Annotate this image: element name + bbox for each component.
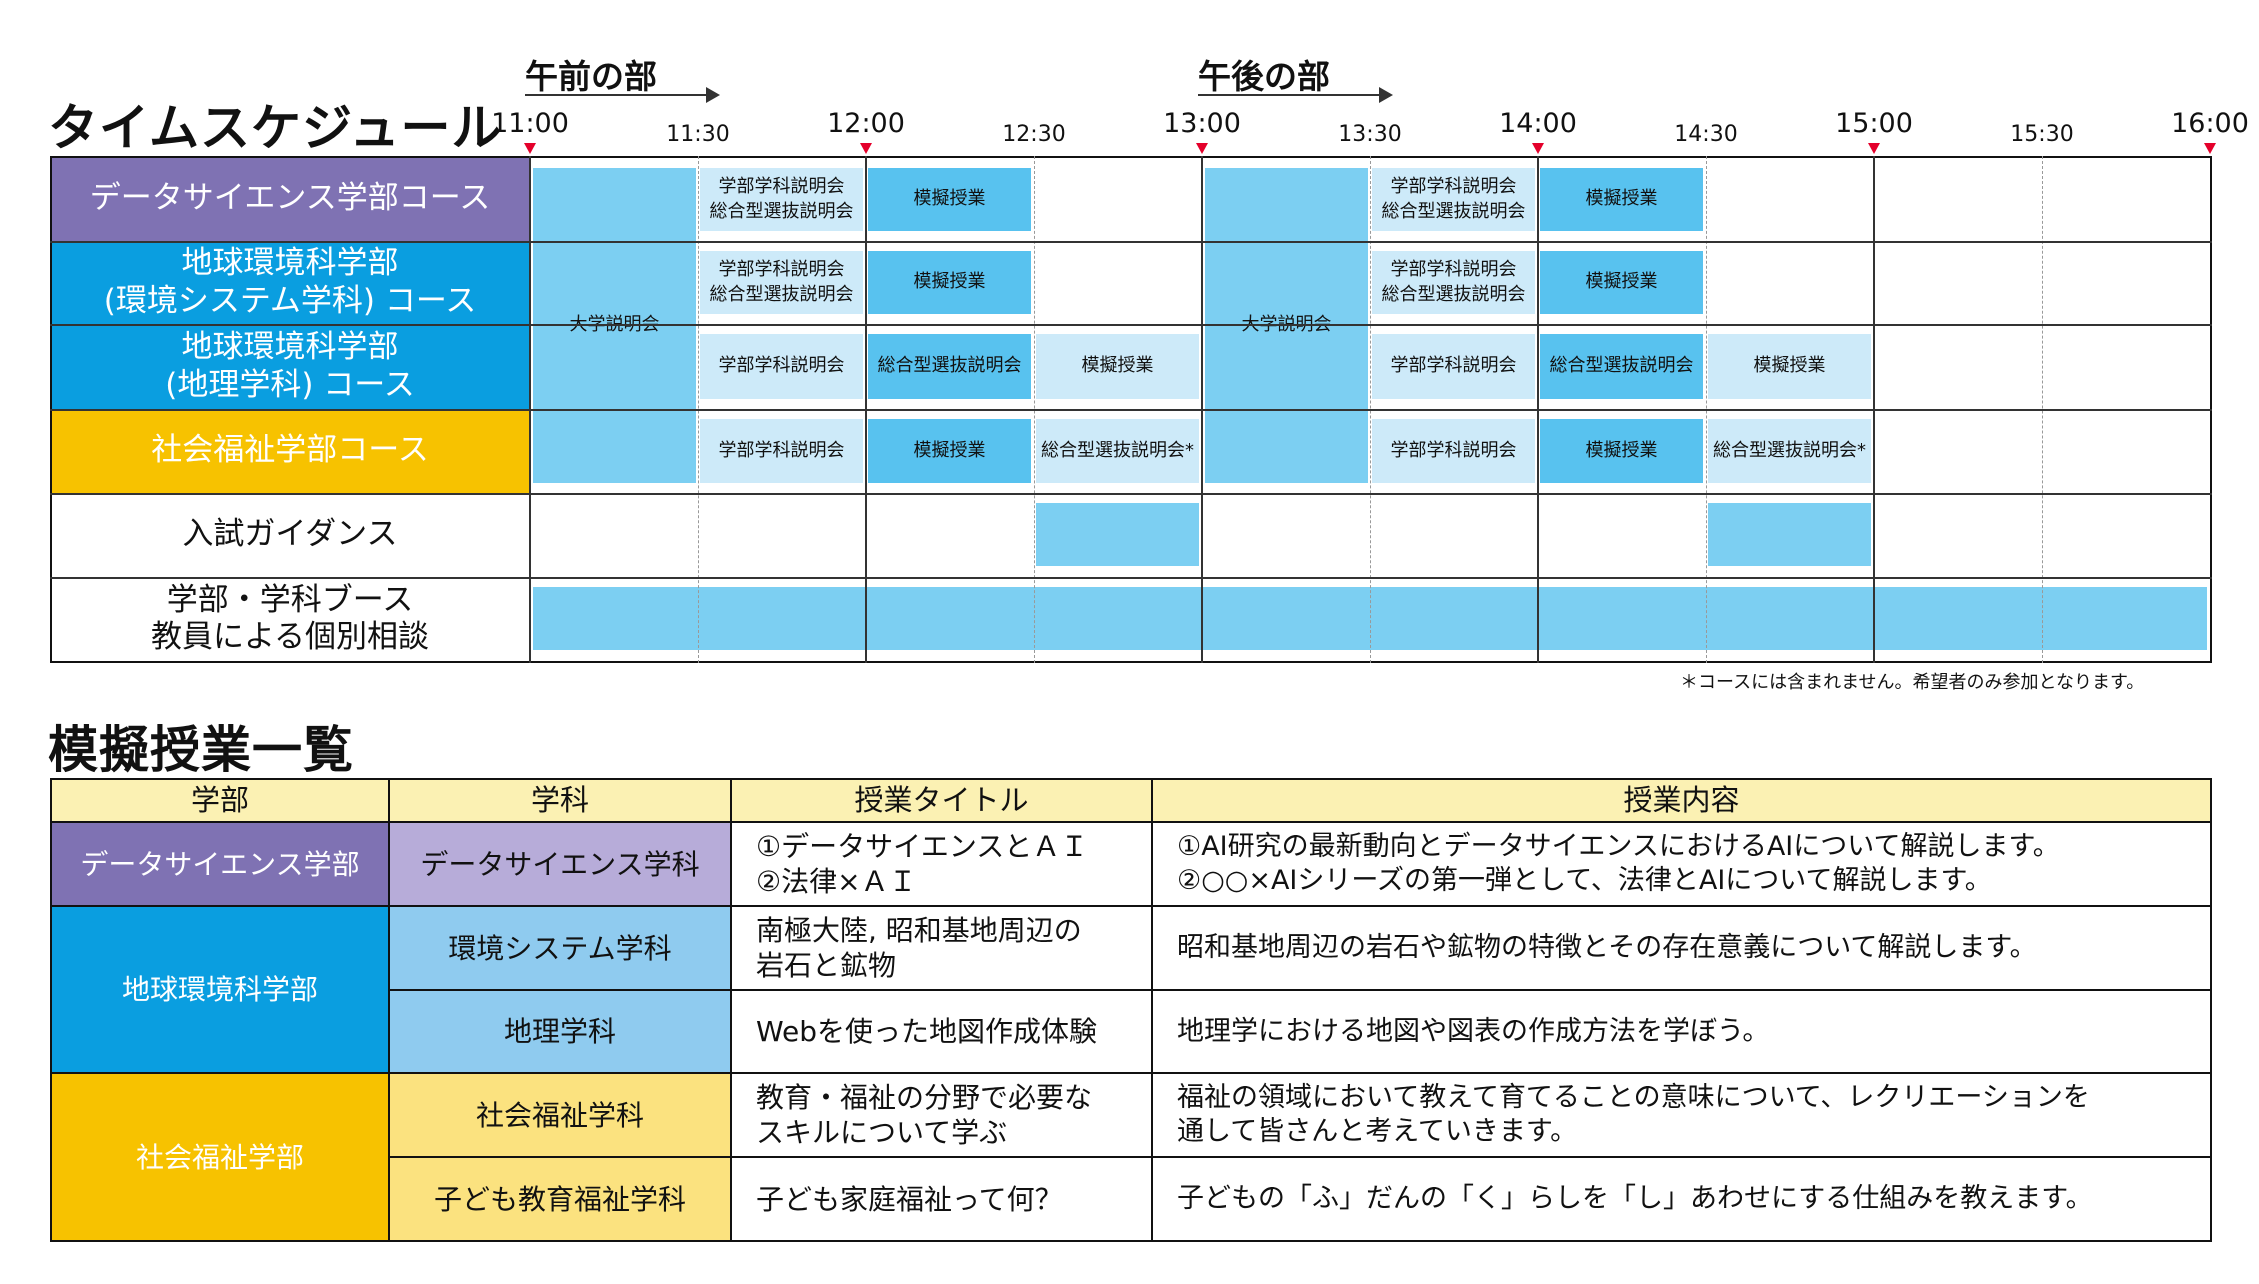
mock-list-table: 学部 学科 授業タイトル 授業内容 データサイエンス学部 地球環境科学部 社会福… — [50, 778, 2212, 1242]
morning-arrow — [525, 94, 715, 96]
event-mock-class: 模擬授業 — [868, 251, 1031, 314]
time-label: 15:00 — [1835, 108, 1913, 139]
time-label: 14:00 — [1499, 108, 1577, 139]
col-header-content: 授業内容 — [1153, 780, 2212, 823]
event-comprehensive: 総合型選抜説明会 — [868, 334, 1031, 399]
col-header-dept: 学科 — [390, 780, 732, 823]
faculty-earth-env: 地球環境科学部 — [52, 907, 390, 1074]
event-mock-class: 模擬授業 — [868, 168, 1031, 231]
event-dept-info: 学部学科説明会 — [700, 419, 863, 483]
time-label: 15:30 — [2010, 122, 2074, 147]
afternoon-arrow — [1198, 94, 1388, 96]
row-label-booth: 学部・学科ブース 教員による個別相談 — [50, 577, 530, 661]
event-comprehensive: 総合型選抜説明会 — [1540, 334, 1703, 399]
row-label-env-system: 地球環境科学部 (環境システム学科) コース — [50, 241, 530, 324]
col-header-title: 授業タイトル — [732, 780, 1153, 823]
faculty-welfare: 社会福祉学部 — [52, 1074, 390, 1242]
event-dept-info: 学部学科説明会 — [1372, 419, 1535, 483]
time-label: 11:00 — [491, 108, 569, 139]
dept-cell: 子ども教育福祉学科 — [390, 1158, 732, 1242]
row-label-geography: 地球環境科学部 (地理学科) コース — [50, 324, 530, 409]
hour-marker-icon — [860, 143, 872, 154]
morning-label: 午前の部 — [525, 57, 657, 96]
event-mock-class: 模擬授業 — [1036, 334, 1199, 399]
afternoon-label: 午後の部 — [1198, 57, 1330, 96]
event-comprehensive-optional: 総合型選抜説明会* — [1036, 419, 1199, 483]
afternoon-arrow-head — [1379, 87, 1393, 103]
event-dept-comprehensive: 学部学科説明会 総合型選抜説明会 — [700, 168, 863, 231]
event-exam-guidance-pm — [1708, 503, 1871, 566]
event-mock-class: 模擬授業 — [1540, 251, 1703, 314]
dept-cell: 社会福祉学科 — [390, 1074, 732, 1158]
event-dept-comprehensive: 学部学科説明会 総合型選抜説明会 — [700, 251, 863, 314]
class-content: 子どもの「ふ」だんの「く」らしを「し」あわせにする仕組みを教えます。 — [1153, 1158, 2212, 1242]
class-content: ①AI研究の最新動向とデータサイエンスにおけるAIについて解説します。 ②○○×… — [1153, 823, 2212, 907]
event-mock-class: 模擬授業 — [1540, 419, 1703, 483]
class-content: 昭和基地周辺の岩石や鉱物の特徴とその存在意義について解説します。 — [1153, 907, 2212, 991]
col-header-faculty: 学部 — [52, 780, 390, 823]
row-label-welfare: 社会福祉学部コース — [50, 409, 530, 493]
time-label: 14:30 — [1674, 122, 1738, 147]
class-title: Webを使った地図作成体験 — [732, 991, 1153, 1074]
event-dept-comprehensive: 学部学科説明会 総合型選抜説明会 — [1372, 251, 1535, 314]
hour-marker-icon — [2204, 143, 2216, 154]
event-dept-info: 学部学科説明会 — [700, 334, 863, 399]
time-label: 13:30 — [1338, 122, 1402, 147]
dept-cell: データサイエンス学科 — [390, 823, 732, 907]
dept-cell: 地理学科 — [390, 991, 732, 1074]
hour-marker-icon — [1868, 143, 1880, 154]
event-dept-info: 学部学科説明会 — [1372, 334, 1535, 399]
event-mock-class: 模擬授業 — [868, 419, 1031, 483]
class-title: 子ども家庭福祉って何？ — [732, 1158, 1153, 1242]
morning-arrow-head — [706, 87, 720, 103]
time-label: 12:30 — [1002, 122, 1066, 147]
faculty-datascience: データサイエンス学部 — [52, 823, 390, 907]
class-title: ①データサイエンスとＡＩ ②法律×ＡＩ — [732, 823, 1153, 907]
grid-line — [50, 409, 2212, 411]
class-content: 福祉の領域において教えて育てることの意味について、レクリエーションを 通して皆さ… — [1153, 1074, 2212, 1158]
hour-marker-icon — [524, 143, 536, 154]
event-comprehensive-optional: 総合型選抜説明会* — [1708, 419, 1871, 483]
grid-line — [50, 577, 2212, 579]
time-label: 12:00 — [827, 108, 905, 139]
hour-marker-icon — [1532, 143, 1544, 154]
grid-line — [50, 241, 2212, 243]
row-label-exam-guidance: 入試ガイダンス — [50, 493, 530, 577]
dept-cell: 環境システム学科 — [390, 907, 732, 991]
event-mock-class: 模擬授業 — [1708, 334, 1871, 399]
event-mock-class: 模擬授業 — [1540, 168, 1703, 231]
schedule-footnote: ＊コースには含まれません。希望者のみ参加となります。 — [1680, 672, 2145, 693]
event-exam-guidance-am — [1036, 503, 1199, 566]
class-title: 南極大陸, 昭和基地周辺の 岩石と鉱物 — [732, 907, 1153, 991]
time-label: 13:00 — [1163, 108, 1241, 139]
mock-list-title: 模擬授業一覧 — [48, 721, 354, 779]
grid-line — [50, 493, 2212, 495]
class-content: 地理学における地図や図表の作成方法を学ぼう。 — [1153, 991, 2212, 1074]
grid-line — [50, 324, 2212, 326]
event-dept-comprehensive: 学部学科説明会 総合型選抜説明会 — [1372, 168, 1535, 231]
time-label: 16:00 — [2171, 108, 2249, 139]
row-label-datascience: データサイエンス学部コース — [50, 156, 530, 241]
time-label: 11:30 — [666, 122, 730, 147]
hour-marker-icon — [1196, 143, 1208, 154]
class-title: 教育・福祉の分野で必要な スキルについて学ぶ — [732, 1074, 1153, 1158]
schedule-title: タイムスケジュール — [48, 99, 503, 157]
